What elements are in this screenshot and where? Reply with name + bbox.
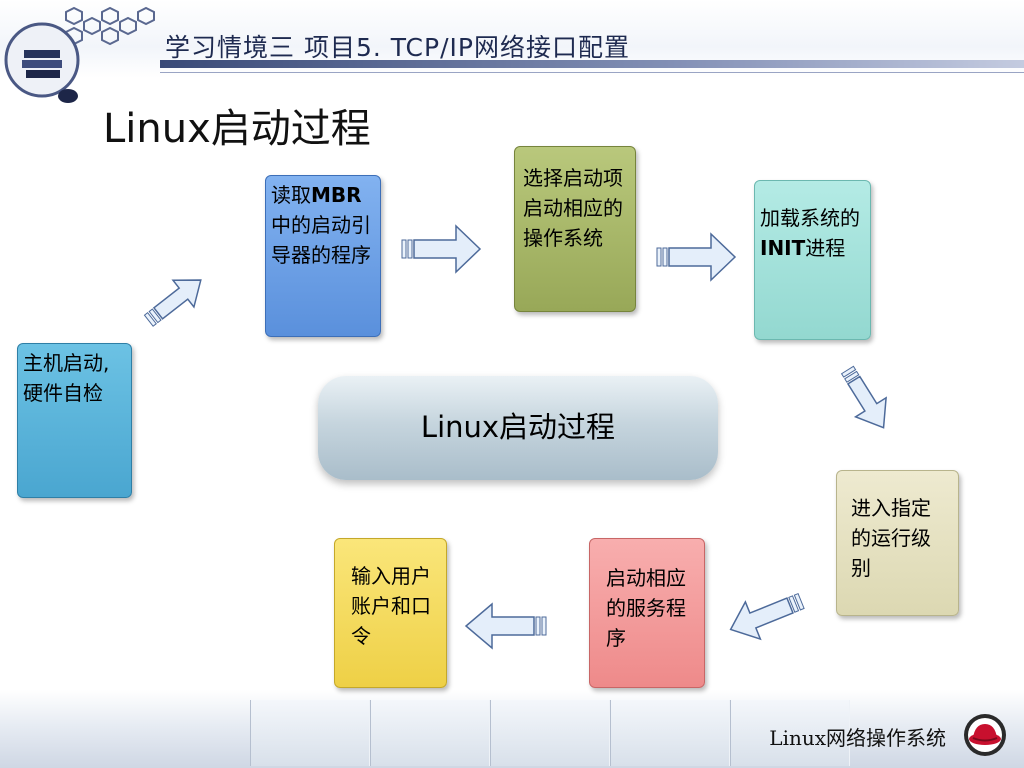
book-logo-icon xyxy=(4,6,155,103)
header-title: 学习情境三 项目5. TCP/IP网络接口配置 xyxy=(165,33,630,62)
center-label-box: Linux启动过程 xyxy=(318,376,718,480)
step-text-bold: MBR xyxy=(311,183,362,207)
footer-panel xyxy=(370,700,490,766)
header-rule xyxy=(160,60,1024,68)
step-text: 输入用户账户和口令 xyxy=(351,564,431,648)
step-text-pre: 读取 xyxy=(271,183,311,207)
center-label: Linux启动过程 xyxy=(420,410,616,444)
step-text: 选择启动项启动相应的操作系统 xyxy=(523,166,623,250)
step-box-select-boot-item: 选择启动项启动相应的操作系统 xyxy=(514,146,636,312)
footer-panel xyxy=(250,700,370,766)
step-box-hardware-check: 主机启动,硬件自检 xyxy=(17,343,132,498)
step-text-pre: 加载系统的 xyxy=(760,206,860,230)
footer-text: Linux网络操作系统 xyxy=(769,726,946,750)
step-text: 主机启动,硬件自检 xyxy=(23,351,110,405)
step-text: 启动相应的服务程序 xyxy=(606,566,686,650)
redhat-logo-icon xyxy=(964,714,1006,756)
step-box-read-mbr: 读取MBR 中的启动引导器的程序 xyxy=(265,175,381,337)
arrow-icon xyxy=(729,592,805,641)
footer-panel xyxy=(490,700,610,766)
header-rule-thin xyxy=(160,72,1024,73)
arrow-icon xyxy=(840,365,887,429)
step-text-post: 中的启动引导器的程序 xyxy=(271,213,371,267)
arrow-icon xyxy=(401,224,482,274)
arrow-icon xyxy=(464,602,547,650)
arrow-icon xyxy=(656,232,737,282)
step-text-bold: INIT xyxy=(760,236,806,260)
arrow-icon xyxy=(143,279,202,327)
step-box-load-init: 加载系统的 INIT进程 xyxy=(754,180,871,340)
slide-title: Linux启动过程 xyxy=(103,106,371,152)
footer-panel xyxy=(610,700,730,766)
step-box-start-services: 启动相应的服务程序 xyxy=(589,538,705,688)
step-text: 进入指定的运行级别 xyxy=(851,496,931,580)
footer-panel xyxy=(730,700,850,766)
step-box-login: 输入用户账户和口令 xyxy=(334,538,447,688)
step-text-post: 进程 xyxy=(805,236,846,260)
step-box-runlevel: 进入指定的运行级别 xyxy=(836,470,959,616)
